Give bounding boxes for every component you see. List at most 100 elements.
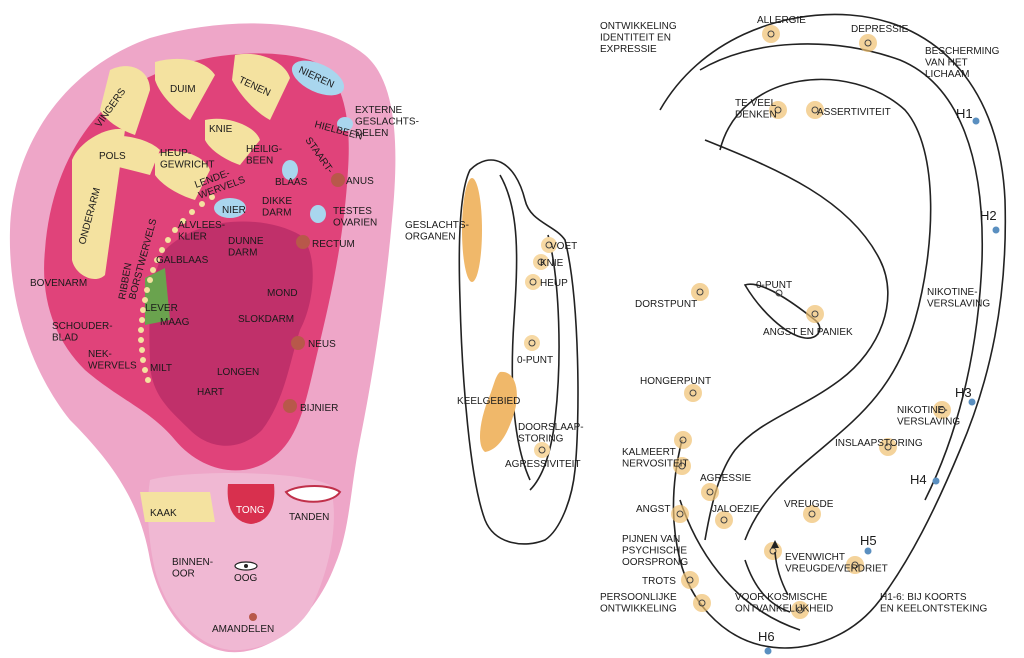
lbl-voet: VOET — [550, 241, 577, 252]
externe-zone — [337, 117, 353, 131]
lbl-dorstpunt: DORSTPUNT — [635, 299, 697, 310]
lbl-bovenarm: BOVENARM — [30, 278, 87, 289]
lbl-lever: LEVER — [145, 303, 178, 314]
lbl-trots: TROTS — [642, 576, 676, 587]
lbl-longen: LONGEN — [217, 367, 259, 378]
right-concha — [704, 139, 889, 541]
lbl-nulpunt-r: 0-PUNT — [756, 280, 792, 291]
onderarm-bone — [72, 129, 125, 280]
lbl-binnenoor: BINNEN-OOR — [172, 557, 213, 580]
lbl-h4: H4 — [910, 472, 927, 487]
right-helix-inner — [699, 43, 984, 501]
lbl-knie-m: KNIE — [540, 258, 564, 269]
knie-bone — [205, 118, 260, 165]
lbl-amandelen: AMANDELEN — [212, 624, 274, 635]
lbl-vreugde: VREUGDE — [784, 499, 834, 510]
lbl-nikotine2: NIKOTINE-VERSLAVING — [897, 405, 960, 428]
middle-ear-outline — [458, 159, 579, 545]
nieren-zone — [291, 60, 345, 96]
middle-ear-ridge — [499, 174, 531, 481]
lbl-milt: MILT — [150, 363, 172, 374]
lbl-hongerpunt: HONGERPUNT — [640, 376, 711, 387]
lbl-angst: ANGST — [636, 504, 670, 515]
lbl-kaak: KAAK — [150, 508, 177, 519]
lbl-alvleesklier: ALVLEES-KLIER — [178, 220, 225, 243]
lbl-nekwervels: NEK-WERVELS — [88, 349, 137, 372]
h-points — [764, 117, 1000, 655]
lbl-nikotine1: NIKOTINE-VERSLAVING — [927, 287, 990, 310]
arrow-line — [774, 551, 789, 596]
lbl-pols: POLS — [99, 151, 126, 162]
eye-pupil — [244, 564, 248, 568]
keelgebied-zone — [479, 371, 517, 452]
spine-dots — [138, 194, 215, 383]
bijnier-point — [283, 399, 297, 413]
lbl-nulpunt-m: 0-PUNT — [517, 355, 553, 366]
lbl-slokdarm: SLOKDARM — [238, 314, 294, 325]
lbl-h2: H2 — [980, 208, 997, 223]
lbl-depressie: DEPRESSIE — [851, 24, 909, 35]
lbl-h5: H5 — [860, 533, 877, 548]
right-tragus — [743, 283, 821, 339]
kaak-bone — [140, 492, 215, 522]
left-ear-concha — [149, 221, 313, 446]
lbl-galblaas: GALBLAAS — [156, 255, 209, 266]
lbl-h3: H3 — [955, 385, 972, 400]
lbl-rectum: RECTUM — [312, 239, 355, 250]
vingers-bone — [100, 66, 150, 135]
right-points — [671, 25, 951, 619]
lbl-keelgebied: KEELGEBIED — [457, 396, 520, 407]
lbl-allergie: ALLERGIE — [757, 15, 806, 26]
amandelen-point — [249, 613, 257, 621]
lbl-duim: DUIM — [170, 84, 196, 95]
middle-ear-map: GESLACHTS-ORGANEN VOET KNIE HEUP 0-PUNT … — [405, 159, 584, 545]
tong-shape — [227, 484, 275, 524]
lbl-maag: MAAG — [160, 317, 190, 328]
lbl-knie: KNIE — [209, 124, 233, 135]
lbl-blaas: BLAAS — [275, 177, 308, 188]
rectum-point — [296, 235, 310, 249]
duim-bone — [155, 58, 215, 120]
lbl-oog: OOG — [234, 573, 258, 584]
geslachtsorganen-zone — [462, 178, 482, 282]
tenen-bone — [232, 53, 290, 120]
lbl-agressiviteit: AGRESSIVITEIT — [505, 459, 581, 470]
lbl-heupgewricht: HEUP-GEWRICHT — [160, 148, 214, 171]
right-antihelix — [719, 78, 932, 541]
lbl-doorslaap: DOORSLAAP-STORING — [518, 422, 584, 445]
right-lobe-line2 — [744, 559, 791, 613]
lbl-neus: NEUS — [308, 339, 336, 350]
lbl-inslaap: INSLAAPSTORING — [835, 438, 923, 449]
neus-point — [291, 336, 305, 350]
lbl-heiligbeen: HEILIG-BEEN — [246, 144, 282, 167]
lbl-h6: H6 — [758, 629, 775, 644]
lbl-mond: MOND — [267, 288, 298, 299]
blaas-zone — [282, 160, 298, 180]
lbl-angst-paniek: ANGST EN PANIEK — [763, 327, 853, 338]
heup-bone — [155, 150, 210, 200]
nier-zone — [214, 198, 246, 218]
lbl-hart: HART — [197, 387, 224, 398]
anus-point — [331, 173, 345, 187]
lbl-tong: TONG — [236, 505, 265, 516]
pols-bone — [95, 135, 160, 175]
lbl-schouderblad: SCHOUDER-BLAD — [52, 321, 113, 344]
lbl-bijnier: BIJNIER — [300, 403, 338, 414]
lbl-nier: NIER — [222, 205, 246, 216]
tanden-shape — [284, 485, 342, 503]
lbl-geslachtsorganen: GESLACHTS-ORGANEN — [405, 220, 469, 243]
lbl-assertiviteit: ASSERTIVITEIT — [817, 107, 891, 118]
